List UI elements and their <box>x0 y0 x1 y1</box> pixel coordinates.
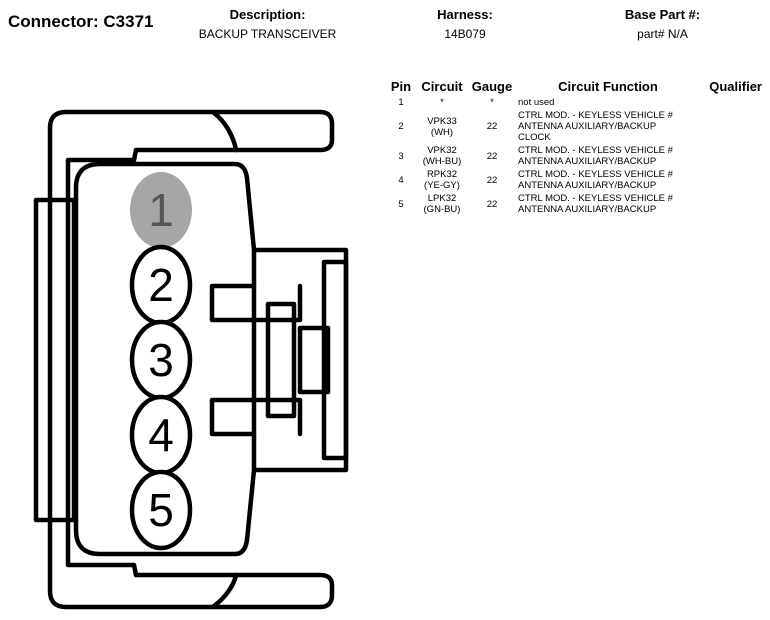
header-circuit-function: Circuit Function <box>558 79 658 94</box>
base-part-block: Base Part #: part# N/A <box>600 7 725 41</box>
cell-pin: 2 <box>398 121 404 132</box>
cell-pin: 1 <box>398 97 404 108</box>
cell-pin: 4 <box>398 174 404 186</box>
cell-qualifier <box>700 145 764 169</box>
cell-function: CTRL MOD. - KEYLESS VEHICLE #ANTENNA AUX… <box>518 145 673 167</box>
cell-gauge: 22 <box>486 150 498 162</box>
cell-qualifier <box>700 110 764 145</box>
description-value: BACKUP TRANSCEIVER <box>198 27 337 41</box>
header-gauge: Gauge <box>471 79 513 94</box>
latch-inner-box <box>321 259 349 461</box>
pin-cavities: 1 2 3 4 5 <box>129 172 193 551</box>
table-row: 3 VPK32(WH-BU) 22 CTRL MOD. - KEYLESS VEHIC… <box>386 145 764 169</box>
table-row: 1 * * not used <box>386 97 764 110</box>
cell-function: CTRL MOD. - KEYLESS VEHICLE #ANTENNA AUX… <box>518 169 673 191</box>
cell-qualifier <box>700 193 764 217</box>
cell-qualifier <box>700 97 764 110</box>
cell-circuit: VPK32(WH-BU) <box>422 145 462 167</box>
cell-function: CTRL MOD. - KEYLESS VEHICLE #ANTENNA AUX… <box>518 193 673 215</box>
pin-number-label: 4 <box>148 409 174 461</box>
cell-function: not used <box>518 97 555 108</box>
cell-gauge: 22 <box>486 174 498 186</box>
latch-stud <box>297 325 331 395</box>
pin-number-label: 3 <box>148 334 174 386</box>
pin-number-label: 5 <box>148 484 174 536</box>
pin-table-header-row: Pin Circuit Gauge Circuit Function Quali… <box>386 77 764 97</box>
harness-value: 14B079 <box>444 27 486 41</box>
cell-circuit: * <box>440 97 444 108</box>
harness-block: Harness: 14B079 <box>415 7 515 41</box>
cell-pin: 3 <box>398 150 404 162</box>
header-circuit: Circuit <box>421 79 463 94</box>
harness-label: Harness: <box>437 7 493 22</box>
cell-circuit: LPK32(GN-BU) <box>423 193 461 215</box>
base-part-label: Base Part #: <box>624 7 701 22</box>
cell-gauge: * <box>490 97 494 108</box>
connector-outer-frame <box>47 109 335 610</box>
connector-body <box>73 161 257 557</box>
latch-arm-lower <box>209 397 303 437</box>
cell-circuit: RPK32(YE-GY) <box>424 169 460 191</box>
header-pin: Pin <box>390 79 412 94</box>
cell-gauge: 22 <box>486 121 498 132</box>
table-row: 2 VPK33(WH) 22 CTRL MOD. - KEYLESS VEHICLE … <box>386 110 764 145</box>
frame-latch-curve-bottom <box>211 572 239 609</box>
pin-cavity-1 <box>130 172 192 248</box>
connector-title: Connector: C3371 <box>8 12 154 31</box>
table-row: 5 LPK32(GN-BU) 22 CTRL MOD. - KEYLESS VEHIC… <box>386 193 764 217</box>
pin-cavity-5 <box>129 469 193 551</box>
frame-latch-curve-top <box>211 110 239 153</box>
cell-circuit: VPK33(WH) <box>427 115 457 138</box>
description-block: Description: BACKUP TRANSCEIVER <box>180 7 355 41</box>
latch-tab <box>265 301 297 419</box>
cell-qualifier <box>700 169 764 193</box>
header-qualifier: Qualifier <box>709 79 762 94</box>
cell-function: CTRL MOD. - KEYLESS VEHICLE #ANTENNA AUX… <box>518 110 673 143</box>
pin-number-label: 2 <box>148 259 174 311</box>
cell-gauge: 22 <box>486 198 498 210</box>
table-row: 4 RPK32(YE-GY) 22 CTRL MOD. - KEYLESS VEHIC… <box>386 169 764 193</box>
base-part-value: part# N/A <box>637 27 688 41</box>
description-label: Description: <box>229 7 306 22</box>
pin-table: Pin Circuit Gauge Circuit Function Quali… <box>386 77 764 217</box>
cell-pin: 5 <box>398 198 404 210</box>
latch-arm-upper <box>209 283 303 323</box>
pin-number-label: 1 <box>148 184 174 236</box>
connector-face-diagram: 1 2 3 4 5 <box>33 109 349 610</box>
